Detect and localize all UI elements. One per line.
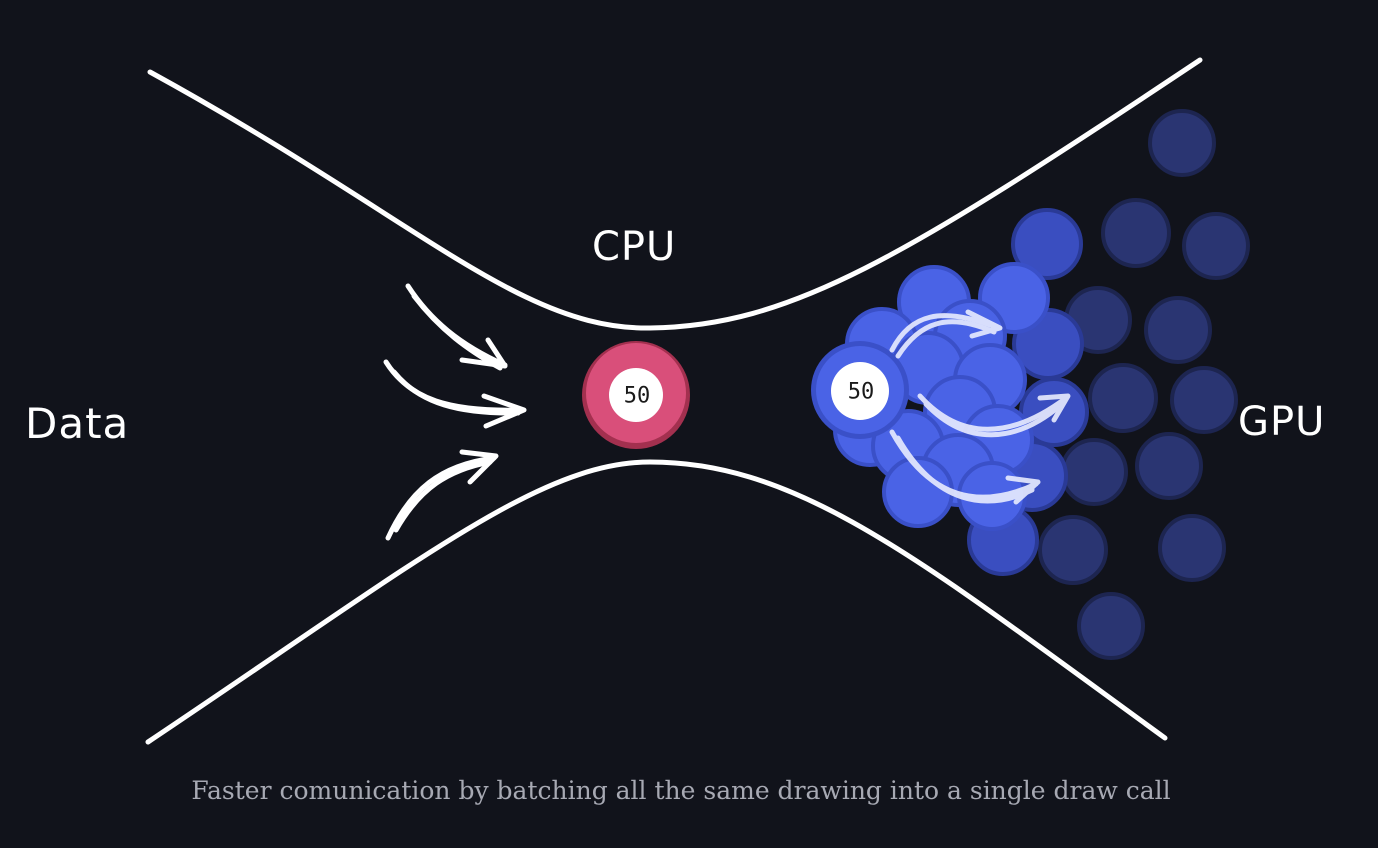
diagram-caption: Faster comunication by batching all the … [191, 776, 1171, 805]
gpu-batch-badge: 50 [811, 341, 909, 439]
cpu-label: CPU [592, 224, 676, 270]
funnel-bottom-curve [145, 459, 1168, 745]
outgoing-arrow-top [889, 309, 1003, 359]
gpu-circles-dim [1038, 109, 1250, 660]
data-label: Data [25, 399, 129, 448]
incoming-arrow-top [405, 283, 508, 371]
outgoing-arrow-middle [917, 393, 1071, 438]
incoming-arrow-bottom [385, 449, 499, 541]
gpu-label: GPU [1238, 399, 1325, 445]
gpu-badge-count: 50 [848, 380, 875, 405]
cpu-batch-badge: 50 [582, 341, 690, 449]
cpu-badge-count: 50 [624, 384, 651, 409]
outgoing-arrow-bottom [889, 429, 1041, 505]
incoming-arrow-middle [383, 359, 527, 429]
funnel-top-curve [147, 57, 1203, 331]
